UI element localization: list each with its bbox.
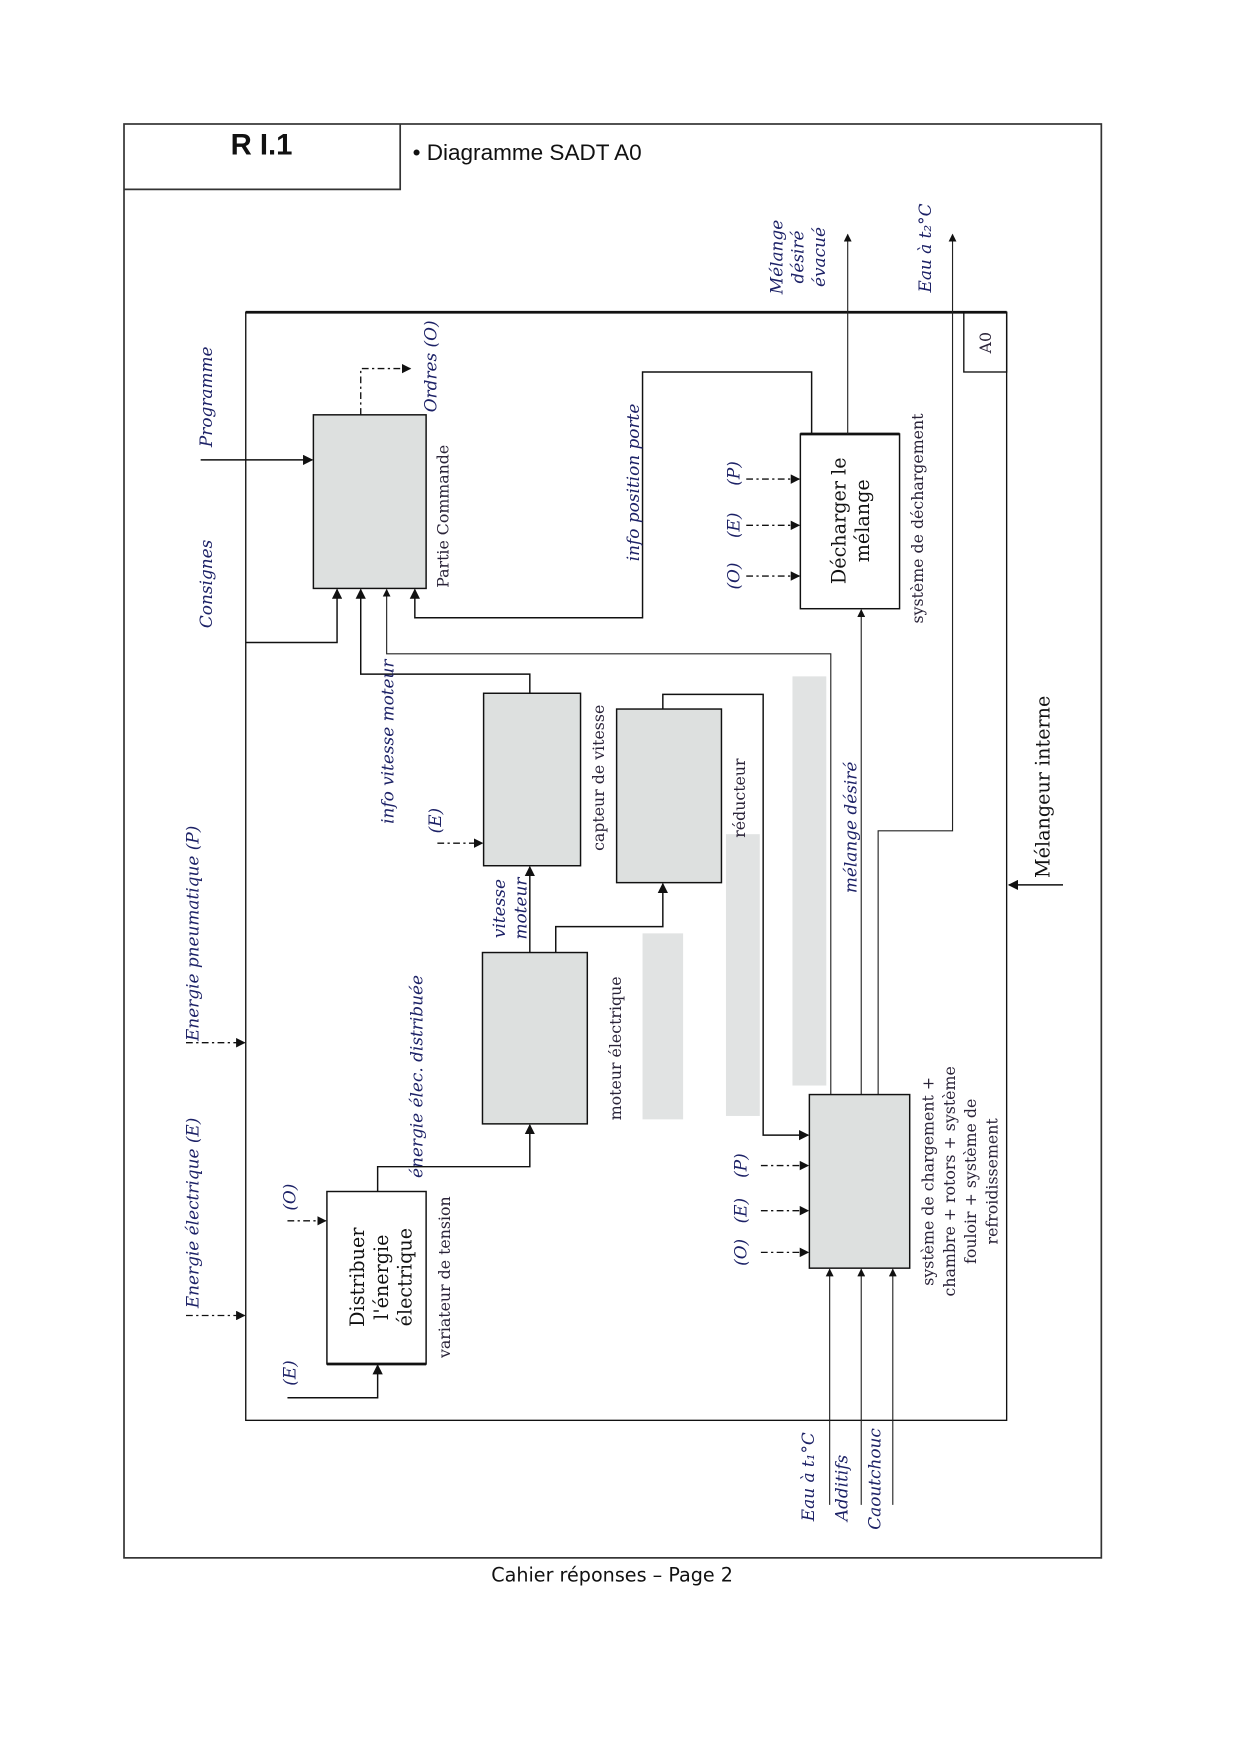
distribuer-e-label: (E)	[279, 1360, 299, 1386]
decharger-support: système de déchargement	[908, 413, 927, 624]
decharger-o-label: (O)	[723, 563, 743, 590]
melangeur-e-label: (E)	[730, 1198, 750, 1224]
eau-t2-label: Eau à t₂°C	[915, 203, 935, 293]
info-position-flow	[409, 371, 813, 619]
answer-bar-2	[725, 834, 760, 1116]
distribuer-title-2: l'énergie	[370, 1235, 393, 1320]
consignes-label: Consignes	[196, 539, 216, 628]
moteur-to-capteur	[555, 882, 668, 953]
answer-bar-3	[792, 676, 827, 1086]
decharger-block	[799, 433, 901, 610]
decharger-title-2: mélange	[851, 479, 874, 562]
a0-node-id: A0	[976, 332, 995, 354]
melange-desire-label: mélange désiré	[841, 762, 861, 894]
header-title: • Diagramme SADT A0	[413, 140, 642, 165]
vitesse-block	[482, 692, 582, 867]
melangeur-block	[808, 1093, 911, 1269]
melangeur-support-3: fouloir + système de	[961, 1099, 980, 1264]
info-vitesse-label: info vitesse moteur	[377, 659, 397, 824]
melangeur-interne-label: Mélangeur interne	[1031, 696, 1054, 878]
consignes-arrow	[245, 588, 343, 644]
header-cell	[124, 123, 402, 191]
ordres-arrow	[360, 363, 412, 415]
decharger-e-label: (E)	[723, 513, 743, 539]
vitesse-moteur-label-2: moteur	[510, 877, 530, 940]
distribuer-o-label: (O)	[279, 1184, 299, 1211]
melangeur-support-2: chambre + rotors + système	[940, 1066, 959, 1296]
distribuer-block	[326, 1190, 427, 1365]
decharger-title-1: Décharger le	[827, 457, 850, 584]
distribuer-input-e	[287, 1364, 383, 1399]
a0-node-box	[963, 311, 1008, 373]
caoutchouc-label: Caoutchouc	[864, 1428, 884, 1530]
distribuer-output	[376, 1123, 535, 1192]
eau-t2-arrow	[877, 233, 957, 1095]
energie-distribuee-label: énergie élec. distribuée	[407, 975, 427, 1178]
vitesse-moteur-label-1: vitesse	[489, 879, 509, 938]
decharger-p-label: (P)	[723, 461, 743, 486]
melangeur-support-4: refroidissement	[983, 1118, 1002, 1245]
vitesse-e-label: (E)	[425, 808, 445, 834]
melange-evacue-label-1: Mélange	[766, 220, 786, 295]
footer-text: Cahier réponses – Page 2	[491, 1564, 733, 1587]
page-frame	[123, 123, 1103, 1559]
feedback-flow	[382, 588, 832, 1095]
answer-bar-1	[642, 933, 684, 1120]
header-code: R I.1	[231, 128, 293, 161]
variateur-label: variateur de tension	[435, 1196, 454, 1359]
capteur-vitesse-label: capteur de vitesse	[589, 705, 608, 851]
melange-evacue-label-2: désiré	[788, 231, 808, 284]
programme-label: Programme	[196, 346, 216, 448]
ordres-label: Ordres (O)	[420, 320, 440, 412]
capteur-block	[615, 708, 723, 884]
moteur-electrique-label: moteur électrique	[606, 976, 625, 1120]
partie-commande-label: Partie Commande	[434, 445, 453, 588]
distribuer-title-3: électrique	[393, 1228, 416, 1326]
melangeur-support-1: système de chargement +	[918, 1077, 937, 1286]
energie-pneu-label: Energie pneumatique (P)	[182, 826, 202, 1042]
info-vitesse-flow	[355, 588, 531, 694]
moteur-block	[481, 951, 589, 1125]
melangeur-p-label: (P)	[730, 1153, 750, 1178]
additifs-label: Additifs	[832, 1454, 852, 1523]
melange-evacue-label-3: évacué	[809, 227, 829, 287]
melangeur-o-label: (O)	[730, 1239, 750, 1266]
info-position-label: info position porte	[623, 404, 643, 562]
reducteur-label: réducteur	[730, 758, 749, 838]
eau-t1-label: Eau à t₁°C	[798, 1432, 818, 1522]
distribuer-title-1: Distribuer	[346, 1227, 369, 1327]
partie-commande-block	[312, 414, 427, 590]
energie-elec-label: Energie électrique (E)	[182, 1118, 202, 1310]
reducteur-output	[662, 693, 810, 1141]
